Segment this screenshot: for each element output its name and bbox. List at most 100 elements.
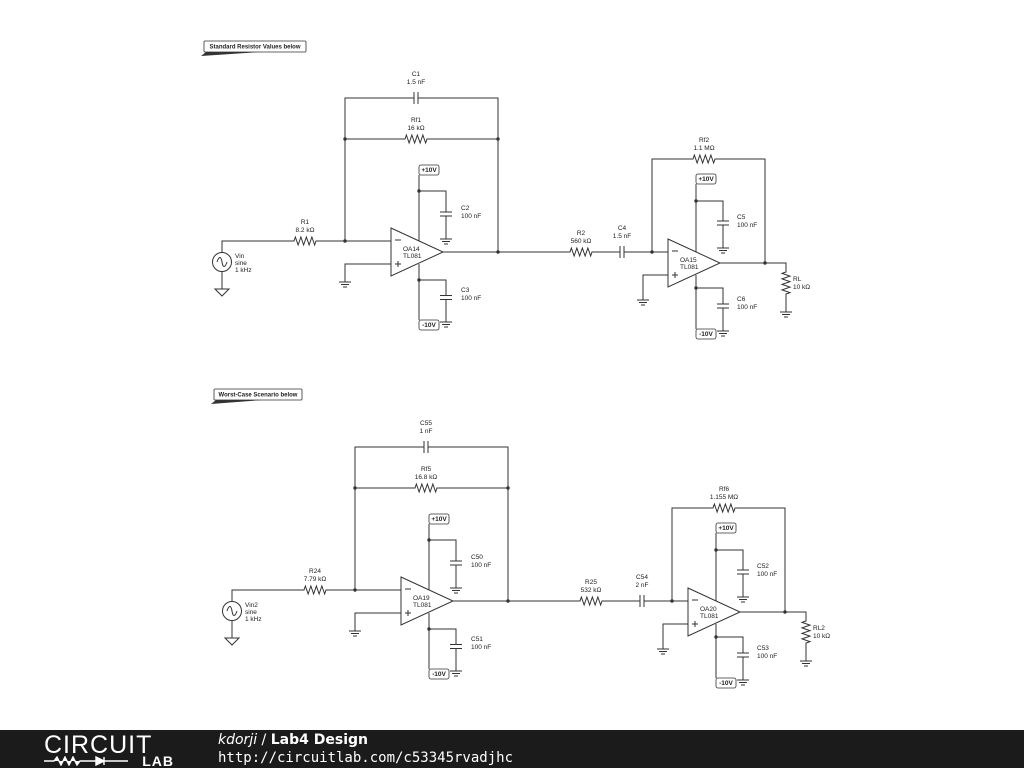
wire	[429, 628, 457, 634]
wire	[737, 559, 749, 585]
wire	[667, 238, 722, 288]
feedback-capacitor-icon[interactable]	[415, 441, 437, 453]
wire	[717, 210, 729, 236]
wire	[339, 278, 351, 288]
neg-rail-label: -10V	[428, 668, 450, 680]
wire	[405, 610, 411, 616]
wire	[737, 507, 786, 612]
c1-name: C1	[412, 71, 421, 78]
c3-value: 100 nF	[461, 295, 481, 302]
feedback-resistor-icon[interactable]	[403, 133, 429, 145]
rl-value: 10 kΩ	[813, 633, 830, 640]
rail-label-box	[715, 522, 737, 534]
decoupling-cap-pos-2-icon[interactable]	[717, 210, 729, 236]
wire	[711, 502, 737, 514]
wire	[780, 308, 792, 318]
c3-value: 100 nF	[471, 644, 491, 651]
ground-triangle-icon	[213, 283, 231, 297]
logo-text-circuit: CIRCUIT	[44, 731, 153, 759]
decoupling-cap-neg-2-icon[interactable]	[717, 292, 729, 320]
decoupling-cap-neg-icon[interactable]	[450, 634, 462, 659]
r2-value: 532 kΩ	[581, 587, 602, 594]
c6-name: C6	[737, 296, 746, 303]
decoupling-cap-pos-icon[interactable]	[440, 203, 452, 225]
decoupling-cap-neg-2-icon[interactable]	[737, 641, 749, 669]
rail-label-text: -10V	[432, 671, 446, 678]
sine-source-icon[interactable]	[212, 252, 232, 272]
wire	[213, 283, 231, 297]
wire	[687, 587, 742, 637]
ground-icon	[780, 308, 792, 318]
wire	[354, 446, 415, 590]
wire	[292, 235, 318, 247]
wire	[716, 636, 744, 641]
rf1-value: 16.8 kΩ	[415, 474, 438, 481]
wire	[637, 296, 649, 306]
rail-label-text: +10V	[698, 176, 714, 183]
wire	[440, 318, 452, 328]
ground-icon	[737, 593, 749, 603]
wire	[737, 641, 749, 669]
load-resistor-icon[interactable]	[800, 619, 812, 645]
feedback-resistor-icon[interactable]	[413, 482, 439, 494]
opamp-name: OA15	[680, 257, 697, 264]
source-name: Vin	[235, 253, 245, 260]
junction-dot	[496, 250, 500, 254]
opamp-part: TL081	[680, 264, 699, 271]
feedback-capacitor-icon[interactable]	[405, 92, 427, 104]
c3-name: C3	[461, 287, 470, 294]
coupling-capacitor-icon[interactable]	[611, 246, 633, 258]
junction-dot	[783, 610, 787, 614]
wire	[717, 244, 729, 254]
note-text: Standard Resistor Values below	[209, 45, 300, 51]
series-resistor-icon[interactable]	[578, 595, 604, 607]
ground-icon	[737, 676, 749, 686]
note-pointer	[211, 400, 263, 404]
wire	[450, 552, 462, 574]
feedback-resistor-2-icon[interactable]	[691, 153, 717, 165]
coupling-capacitor-icon[interactable]	[631, 595, 653, 607]
junction-dot	[496, 137, 500, 141]
rail-label-text: -10V	[422, 322, 436, 329]
design-title: kdorji / Lab4 Design	[218, 731, 368, 749]
wire	[672, 272, 678, 278]
design-name: Lab4 Design	[270, 732, 368, 748]
c5-name: C52	[757, 563, 769, 570]
rail-label-box	[418, 164, 440, 176]
junction-dot	[763, 261, 767, 265]
input-resistor-icon[interactable]	[292, 235, 318, 247]
series-resistor-icon[interactable]	[568, 246, 594, 258]
wire	[221, 240, 292, 253]
wire	[631, 595, 653, 607]
rf1-value: 16 kΩ	[407, 125, 424, 132]
decoupling-cap-pos-icon[interactable]	[450, 552, 462, 574]
r2-value: 560 kΩ	[571, 238, 592, 245]
c6-name: C53	[757, 645, 769, 652]
decoupling-cap-neg-icon[interactable]	[440, 285, 452, 310]
feedback-resistor-2-icon[interactable]	[711, 502, 737, 514]
junction-dot	[506, 599, 510, 603]
load-resistor-icon[interactable]	[780, 270, 792, 296]
pos-rail-label: +10V	[695, 173, 717, 185]
input-resistor-icon[interactable]	[302, 584, 328, 596]
wire	[717, 292, 729, 320]
wire	[780, 270, 792, 296]
wire	[413, 482, 439, 494]
wire	[349, 627, 361, 637]
c1-value: 1.5 nF	[407, 79, 425, 86]
sine-source-icon[interactable]	[222, 601, 242, 621]
design-url[interactable]: http://circuitlab.com/c53345rvadjhc	[218, 750, 514, 766]
wire	[395, 261, 401, 267]
circuitlab-logo[interactable]: CIRCUIT LAB	[44, 731, 174, 768]
c4-value: 2 nF	[635, 582, 648, 589]
wire	[429, 539, 457, 552]
author-link[interactable]: kdorji	[218, 732, 258, 748]
wire	[716, 549, 744, 559]
decoupling-cap-pos-2-icon[interactable]	[737, 559, 749, 585]
wire	[440, 285, 452, 310]
